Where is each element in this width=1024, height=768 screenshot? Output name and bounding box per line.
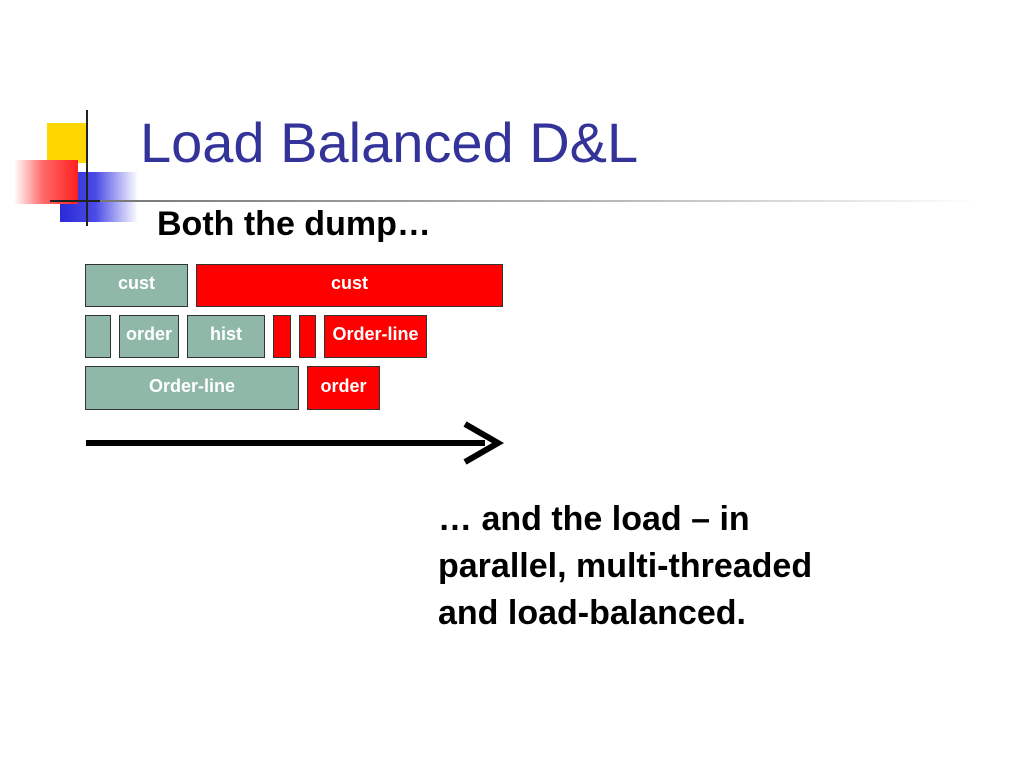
bar-label: hist	[209, 324, 242, 344]
bar-label: order	[320, 375, 367, 396]
bar-label: cust	[117, 273, 155, 293]
bar-small-green	[85, 315, 111, 358]
logo-yellow-square	[47, 123, 87, 163]
bar-small-red-1	[273, 315, 291, 358]
logo-red-square	[14, 160, 78, 204]
bar-order-line-load: Order-line	[324, 315, 427, 358]
bar-hist-dump: hist	[187, 315, 265, 358]
logo-horizontal-line	[50, 200, 100, 202]
bar-label: Order-line	[148, 375, 236, 396]
bar-cust-load: cust	[196, 264, 503, 307]
bar-order-dump: order	[119, 315, 179, 358]
dump-caption: Both the dump…	[157, 205, 431, 243]
load-caption: … and the load – in parallel, multi-thre…	[438, 500, 813, 632]
bar-order-load: order	[307, 366, 380, 410]
bar-label: cust	[330, 273, 368, 293]
slide-title: Load Balanced D&L	[140, 111, 639, 174]
bar-order-line-dump: Order-line	[85, 366, 299, 410]
decorative-logo	[0, 0, 160, 240]
bar-label: order	[125, 324, 172, 344]
logo-vertical-line	[86, 110, 88, 226]
bar-small-red-2	[299, 315, 316, 358]
bar-cust-dump: cust	[85, 264, 188, 307]
bar-label: Order-line	[332, 324, 419, 344]
timeline-arrow-icon	[86, 421, 505, 465]
title-divider	[100, 200, 980, 202]
